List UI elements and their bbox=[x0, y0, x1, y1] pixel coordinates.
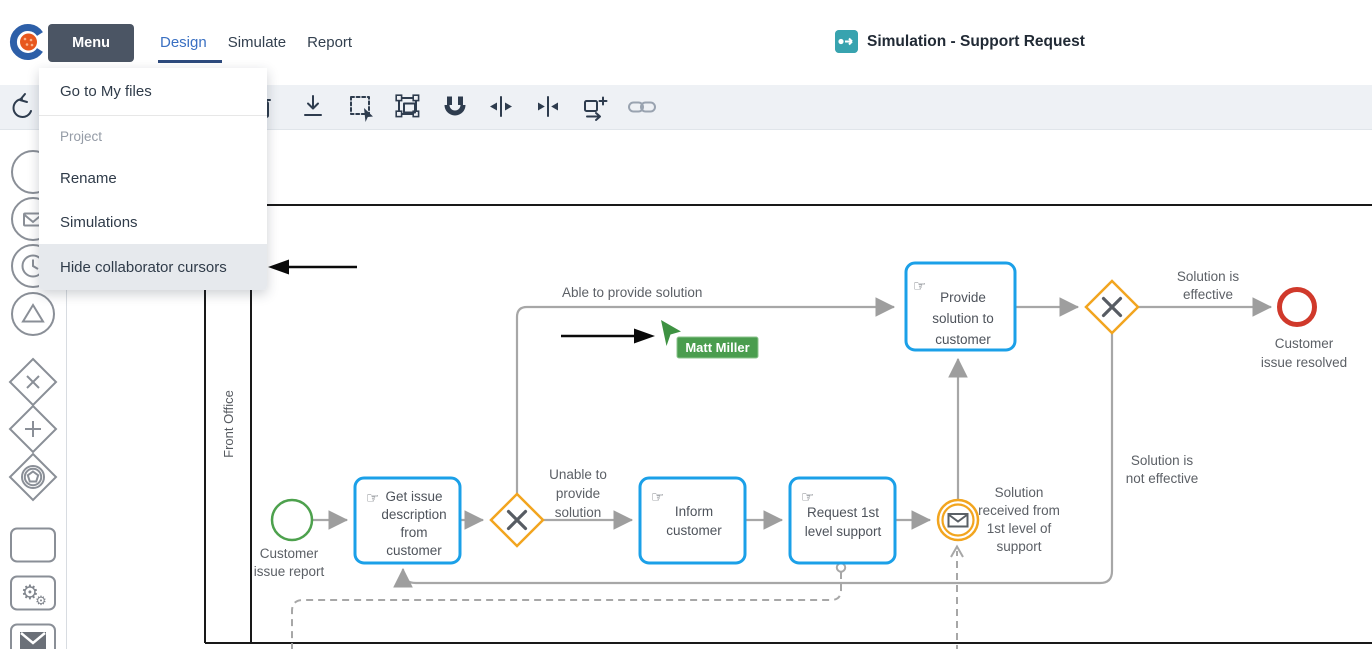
download-icon[interactable] bbox=[305, 96, 321, 115]
space-tool-horizontal-icon[interactable] bbox=[490, 97, 512, 116]
label-solution-effective: Solution iseffective bbox=[1177, 269, 1240, 302]
lane-label: Front Office bbox=[221, 390, 236, 458]
svg-text:Customerissue report: Customerissue report bbox=[254, 546, 325, 579]
document-title: Simulation - Support Request bbox=[835, 30, 1085, 53]
start-event-customer-issue[interactable]: Customerissue report bbox=[254, 500, 325, 579]
task-inform-customer[interactable]: ☞ Informcustomer bbox=[640, 478, 745, 563]
tab-simulate[interactable]: Simulate bbox=[228, 34, 286, 57]
svg-text:Customerissue resolved: Customerissue resolved bbox=[1261, 336, 1347, 370]
undo-icon[interactable] bbox=[14, 94, 31, 117]
menu-item-go-to-my-files[interactable]: Go to My files bbox=[39, 68, 267, 115]
gateway-solution-effective[interactable] bbox=[1086, 281, 1138, 333]
append-element-icon[interactable] bbox=[585, 98, 607, 121]
tab-design[interactable]: Design bbox=[160, 34, 207, 57]
end-event-issue-resolved[interactable]: Customerissue resolved bbox=[1261, 290, 1347, 371]
label-solution-not-effective: Solution isnot effective bbox=[1126, 453, 1199, 486]
message-catch-event-solution-received[interactable] bbox=[938, 500, 978, 540]
manual-task-icon: ☞ bbox=[913, 277, 926, 295]
task-request-support[interactable]: ☞ Request 1stlevel support bbox=[790, 478, 895, 563]
task-provide-solution[interactable]: ☞ Providesolution tocustomer bbox=[906, 263, 1015, 350]
tab-report[interactable]: Report bbox=[307, 34, 352, 57]
cawemo-logo bbox=[9, 23, 47, 61]
label-able-to-provide: Able to provide solution bbox=[562, 285, 702, 300]
manual-task-icon: ☞ bbox=[801, 488, 814, 506]
menu-item-hide-collaborator-cursors[interactable]: Hide collaborator cursors bbox=[39, 244, 267, 290]
manual-task-icon: ☞ bbox=[366, 489, 379, 507]
lasso-selection-icon[interactable] bbox=[351, 97, 373, 122]
view-tabs: Design Simulate Report bbox=[160, 34, 352, 57]
label-solution-received: Solutionreceived from1st level ofsupport bbox=[978, 485, 1060, 554]
menu-button[interactable]: Menu bbox=[48, 24, 134, 62]
process-icon bbox=[835, 30, 858, 53]
resize-fit-icon[interactable] bbox=[396, 95, 418, 116]
manual-task-icon: ☞ bbox=[651, 488, 664, 506]
space-tool-vertical-icon[interactable] bbox=[538, 97, 558, 116]
menu-item-simulations[interactable]: Simulations bbox=[39, 200, 267, 244]
menu-section-project: Project bbox=[39, 116, 267, 156]
collaborator-cursor: Matt Miller bbox=[661, 320, 758, 358]
link-icon[interactable] bbox=[629, 103, 655, 112]
gateway-able-to-provide[interactable] bbox=[491, 494, 543, 546]
collaborator-name-badge: Matt Miller bbox=[685, 340, 749, 355]
snap-magnet-icon[interactable] bbox=[447, 97, 463, 114]
task-get-issue-description[interactable]: ☞ Get issuedescriptionfromcustomer bbox=[355, 478, 460, 563]
document-title-text: Simulation - Support Request bbox=[867, 33, 1085, 51]
main-menu-dropdown: Go to My files Project Rename Simulation… bbox=[39, 68, 267, 290]
menu-item-rename[interactable]: Rename bbox=[39, 156, 267, 200]
svg-text:Providesolution tocustomer: Providesolution tocustomer bbox=[932, 290, 994, 347]
label-unable-to-provide: Unable toprovidesolution bbox=[549, 467, 607, 520]
active-tab-underline bbox=[158, 60, 222, 63]
